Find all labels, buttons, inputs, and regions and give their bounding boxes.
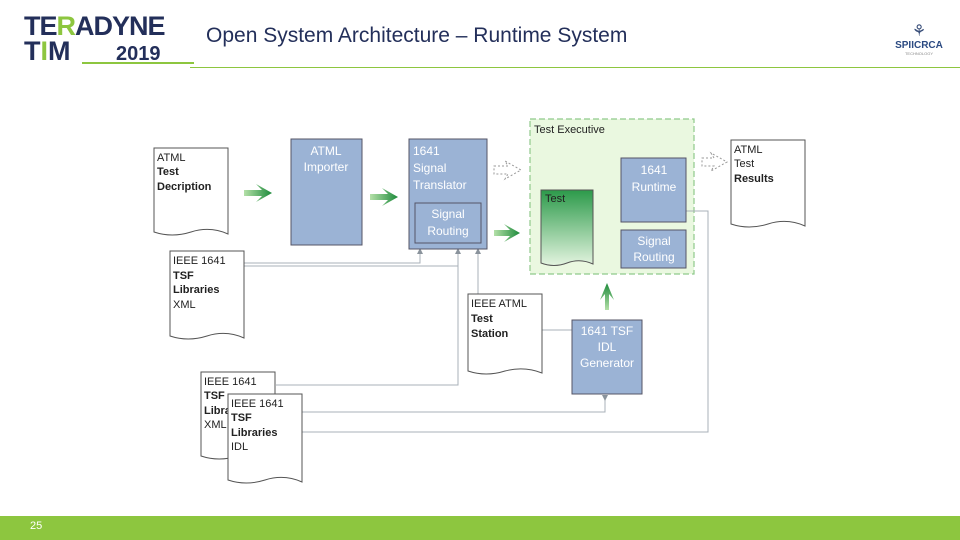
svg-text:TSF: TSF [204,390,225,402]
doc-atml-test-results [730,139,806,228]
page-title: Open System Architecture – Runtime Syste… [206,24,628,47]
svg-text:IDL: IDL [231,441,248,453]
svg-text:Translator: Translator [413,178,467,192]
svg-text:IDL: IDL [598,340,617,354]
header-divider [190,67,960,68]
green-arrow-desc-to-importer [244,184,272,202]
svg-text:Routing: Routing [427,224,468,238]
green-arrow-translator-to-test [494,224,520,242]
svg-text:XML: XML [173,299,196,311]
doc-test [540,189,594,266]
test-executive-label: Test Executive [534,124,605,136]
svg-text:1641: 1641 [413,144,440,158]
partner-logo: ⚘ SPIICRCA TECHNOLOGY [893,24,945,62]
svg-text:Test: Test [157,166,179,178]
partner-logo-icon: ⚘ [911,23,927,40]
svg-text:1641 TSF: 1641 TSF [581,324,633,338]
svg-text:Signal: Signal [637,234,670,248]
svg-text:Decription: Decription [157,181,212,193]
signal-routing-translator-box [414,202,482,244]
svg-text:Results: Results [734,173,774,185]
connector-lines [244,210,709,433]
doc-ieee-atml-test-station [467,293,543,375]
svg-text:Libraries: Libraries [173,284,219,296]
svg-text:Runtime: Runtime [632,180,677,194]
svg-text:Signal: Signal [413,161,446,175]
dashed-arrow-translator-out [493,159,523,181]
idl-generator-box [571,319,643,395]
svg-text:Routing: Routing [633,250,674,264]
svg-text:Libra: Libra [204,405,232,417]
svg-text:IEEE 1641: IEEE 1641 [173,255,226,267]
svg-text:IEEE 1641: IEEE 1641 [204,376,257,388]
svg-text:Libraries: Libraries [231,427,277,439]
svg-text:Station: Station [471,328,509,340]
svg-text:Generator: Generator [580,356,634,370]
page-number: 25 [30,520,43,532]
svg-text:ATML: ATML [734,144,763,156]
svg-text:Test: Test [471,313,493,325]
green-arrow-generator-to-exec [600,283,614,310]
svg-text:1641: 1641 [641,163,668,177]
svg-text:IEEE ATML: IEEE ATML [471,298,527,310]
atml-importer-box [290,138,363,246]
svg-text:IEEE 1641: IEEE 1641 [231,398,284,410]
dashed-arrow-runtime-to-results [701,151,729,173]
doc-atml-test-description [153,147,229,236]
green-arrow-importer-to-translator [370,188,398,206]
svg-text:TSF: TSF [173,270,194,282]
svg-text:XML: XML [204,419,227,431]
svg-text:Importer: Importer [304,160,349,174]
svg-text:TSF: TSF [231,412,252,424]
doc-ieee-tsf-idl [227,393,303,484]
svg-text:ATML: ATML [157,152,186,164]
svg-text:ATML: ATML [310,144,341,158]
doc-ieee-tsf-xml [169,250,245,340]
footer-bar [0,516,960,540]
svg-text:Test: Test [545,193,565,205]
runtime-box [620,157,687,223]
svg-text:Test: Test [734,158,754,170]
svg-text:Signal: Signal [431,207,464,221]
teradyne-tim-logo: TERADYNE TIM 2019 [24,12,194,65]
signal-routing-exec-box [620,229,687,269]
